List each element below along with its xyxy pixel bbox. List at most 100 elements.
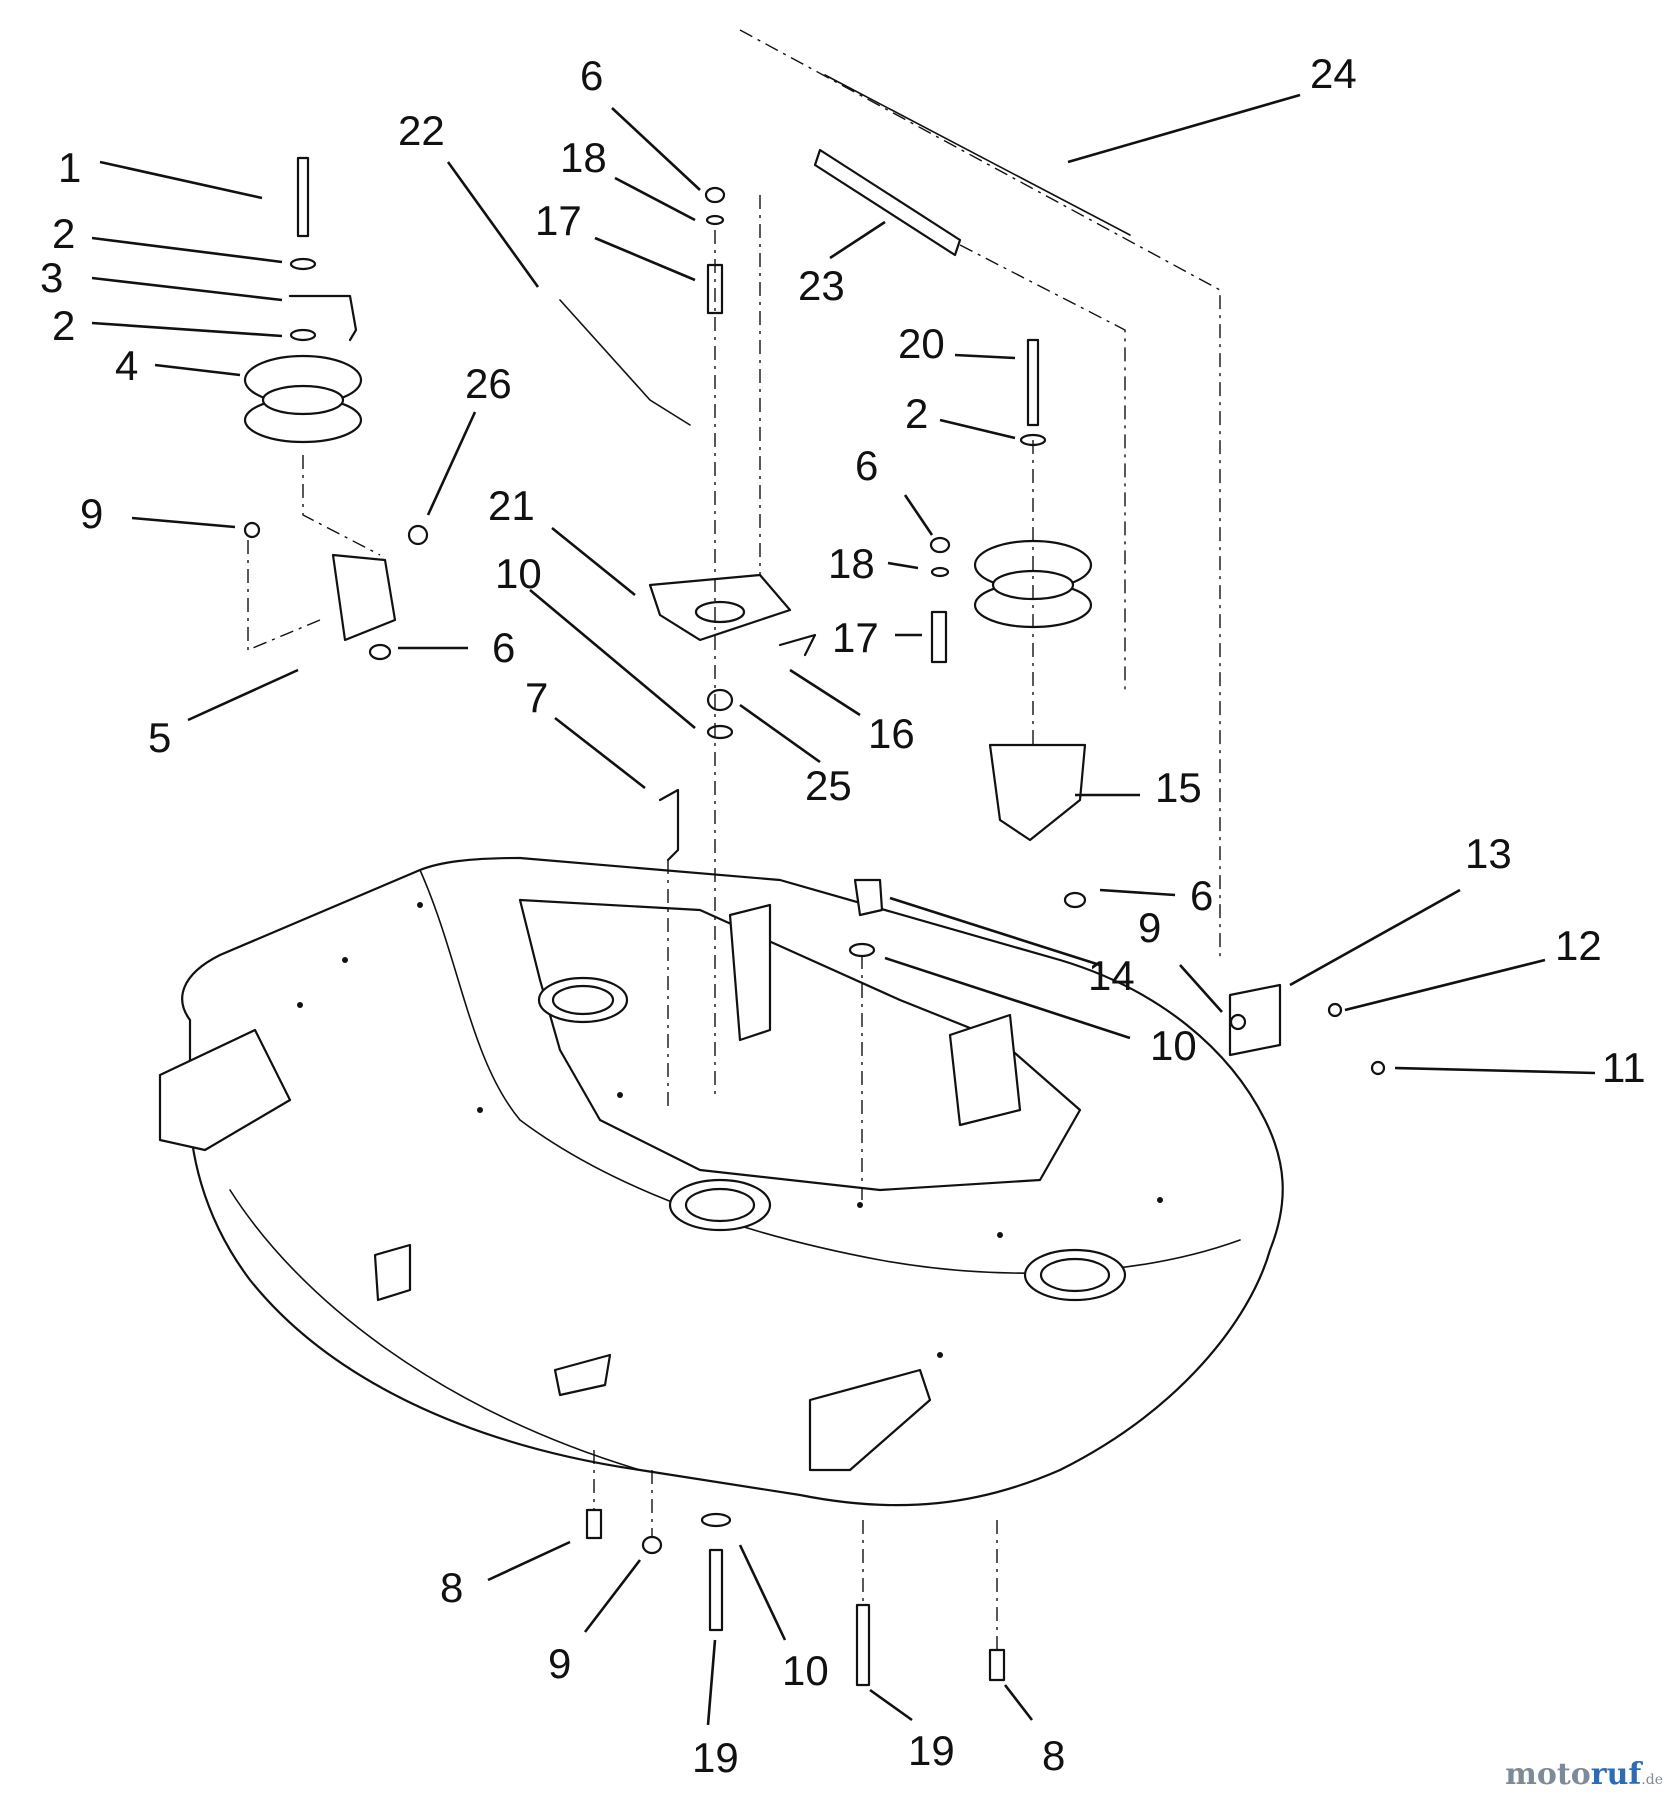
leader-26 — [426, 411, 477, 516]
callout-24: 24 — [1310, 50, 1357, 97]
callout-15: 15 — [1155, 764, 1202, 811]
bolt-20 — [1026, 338, 1040, 427]
leader-9b — [1179, 964, 1223, 1013]
callout-numbers: 1 2 3 2 4 22 6 18 17 24 23 20 2 6 18 17 … — [40, 50, 1646, 1781]
washer-10-center — [706, 724, 734, 740]
deck-hole — [997, 1232, 1003, 1238]
spring-14 — [853, 878, 884, 917]
leader-16 — [789, 668, 861, 717]
bracket-13 — [1228, 983, 1282, 1057]
left-spindle-ring — [551, 984, 615, 1016]
left-idler-assembly — [243, 156, 429, 661]
leader-25 — [739, 703, 821, 764]
deck-hole — [617, 1092, 623, 1098]
rear-tab-left — [373, 1243, 412, 1302]
centerline-bracket-5 — [247, 540, 321, 652]
leader-2a — [91, 236, 283, 264]
rod-24 — [824, 74, 1131, 236]
callout-10a: 10 — [495, 550, 542, 597]
callout-23: 23 — [798, 262, 845, 309]
leader-lines — [91, 93, 1596, 1726]
idler-arm-3 — [288, 294, 358, 342]
right-spindle-ring — [1039, 1257, 1111, 1293]
leader-24 — [1067, 93, 1301, 164]
watermark-main: moto — [1505, 1757, 1591, 1792]
callout-20: 20 — [898, 320, 945, 367]
site-watermark: motoruf.de — [1505, 1757, 1663, 1792]
centerline-left-idler — [302, 455, 381, 556]
bolt-8-left — [585, 1508, 603, 1540]
rear-tab-center — [553, 1353, 612, 1397]
callout-19b: 19 — [908, 1727, 955, 1774]
leader-2c — [939, 418, 1016, 440]
callout-17a: 17 — [535, 197, 582, 244]
left-hanger-bracket — [728, 903, 772, 1042]
leader-10c — [738, 1544, 787, 1641]
callout-10c: 10 — [782, 1647, 829, 1694]
callout-6c: 6 — [492, 624, 515, 671]
deck-hole — [297, 1002, 303, 1008]
bolt-19-right — [855, 1603, 871, 1687]
leader-8b — [1003, 1684, 1034, 1721]
deck-hole — [937, 1352, 943, 1358]
washer-18-right — [930, 566, 950, 578]
washer-10-right — [848, 942, 876, 958]
idler-arm-15 — [988, 743, 1087, 842]
callout-21: 21 — [488, 482, 535, 529]
nut-9-left — [243, 521, 261, 539]
leader-13 — [1289, 888, 1461, 987]
watermark-accent: ruf — [1590, 1757, 1642, 1792]
callout-2a: 2 — [52, 210, 75, 257]
center-spindle-ring — [684, 1187, 756, 1223]
callout-4: 4 — [115, 342, 138, 389]
callout-9c: 9 — [548, 1640, 571, 1687]
washer-12 — [1327, 1002, 1343, 1018]
leader-17a — [594, 236, 696, 282]
callout-8b: 8 — [1042, 1732, 1065, 1779]
leader-6b — [903, 494, 934, 536]
nut-6-left — [368, 643, 392, 661]
rod-7 — [658, 788, 680, 862]
leader-11 — [1394, 1066, 1596, 1075]
center-idler-assembly — [559, 186, 817, 1110]
leader-21 — [551, 526, 636, 597]
callout-12: 12 — [1555, 922, 1602, 969]
washer-10-bottom — [700, 1512, 732, 1528]
leader-9a — [131, 516, 236, 529]
leader-22 — [446, 161, 540, 288]
leader-19b — [869, 1688, 913, 1722]
nut-6-right-upper — [929, 536, 951, 554]
bracket-5 — [331, 553, 397, 642]
leader-9c — [583, 1559, 642, 1633]
mower-deck — [158, 856, 1284, 1507]
callout-22: 22 — [398, 107, 445, 154]
leader-2b — [91, 321, 283, 338]
leader-8a — [487, 1540, 571, 1582]
leader-1 — [99, 160, 263, 200]
deck-hole — [477, 1107, 483, 1113]
callout-9b: 9 — [1138, 904, 1161, 951]
callout-6b: 6 — [855, 442, 878, 489]
right-hanger-bracket — [948, 1013, 1022, 1127]
leader-23 — [829, 220, 886, 260]
leader-5 — [187, 668, 299, 722]
leader-6d — [1099, 888, 1176, 897]
callout-17b: 17 — [832, 614, 879, 661]
right-idler-assembly — [848, 338, 1093, 1200]
callout-6a: 6 — [580, 52, 603, 99]
left-gauge-wheel-bracket — [158, 1028, 292, 1152]
leader-6a — [611, 107, 701, 191]
spacer-17-right — [930, 610, 948, 664]
leader-12 — [1344, 958, 1546, 1012]
washer-2-upper — [289, 257, 317, 271]
callout-18a: 18 — [560, 134, 607, 181]
callout-18b: 18 — [828, 540, 875, 587]
bushing-25 — [706, 688, 734, 712]
callout-1: 1 — [58, 144, 81, 191]
leader-18b — [887, 561, 919, 570]
idler-hub — [694, 600, 746, 624]
bolt-19-left — [708, 1548, 724, 1632]
callout-6d: 6 — [1190, 872, 1213, 919]
centerline-rod-23-right — [959, 244, 1126, 690]
callout-8a: 8 — [440, 1564, 463, 1611]
